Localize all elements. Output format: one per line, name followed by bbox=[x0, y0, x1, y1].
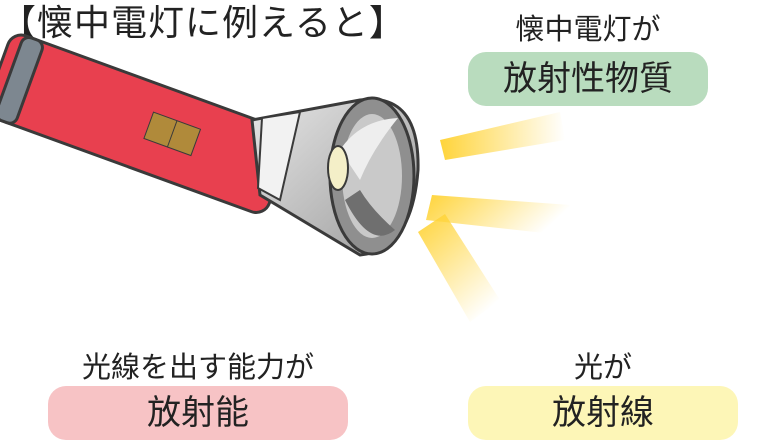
material-term: 放射性物質 bbox=[468, 52, 708, 106]
title: 【懐中電灯に例えると】 bbox=[0, 3, 406, 44]
flashlight-head bbox=[250, 96, 420, 257]
light-term: 放射線 bbox=[468, 386, 738, 440]
ability-term: 放射能 bbox=[48, 386, 348, 440]
material-caption: 懐中電灯が bbox=[515, 12, 661, 46]
light-beam-icon bbox=[418, 112, 570, 322]
ability-caption: 光線を出す能力が bbox=[81, 350, 314, 384]
light-caption: 光が bbox=[573, 350, 632, 384]
flashlight-body bbox=[0, 33, 293, 214]
